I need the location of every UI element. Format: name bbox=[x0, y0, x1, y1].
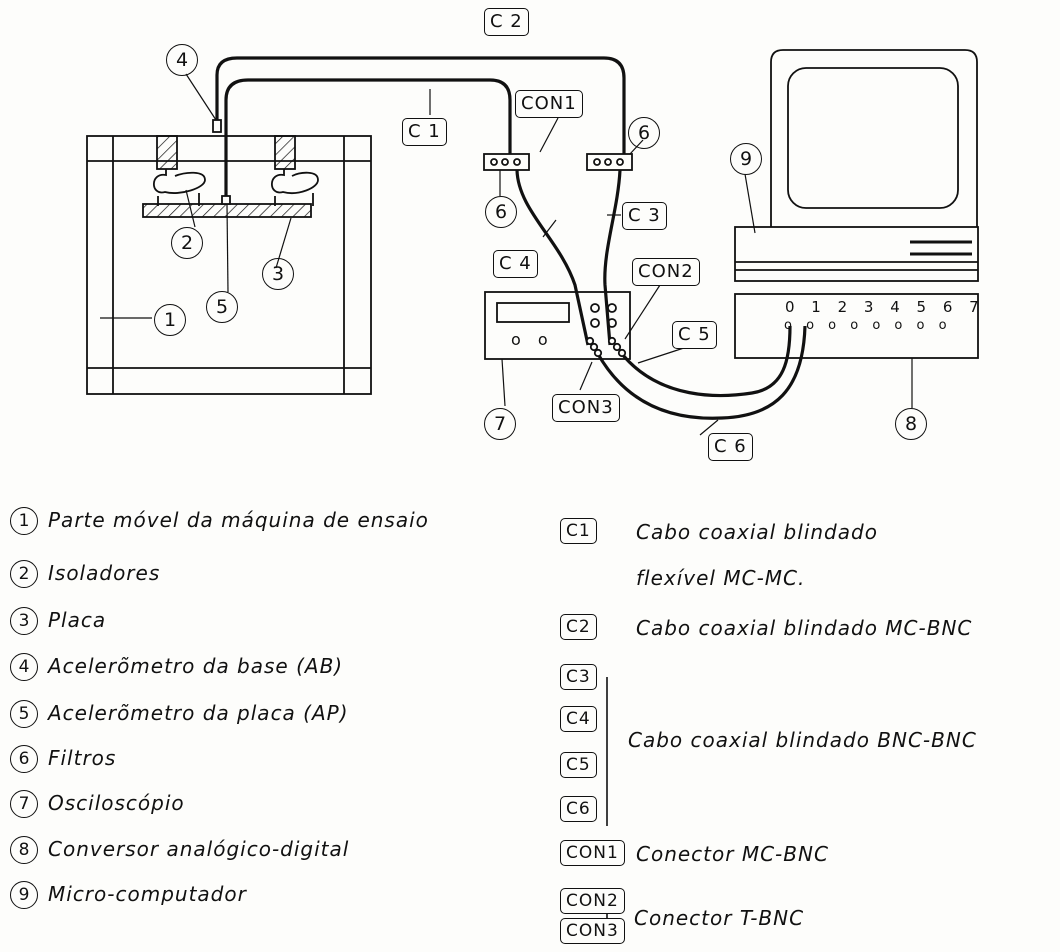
callout-9: 9 bbox=[730, 143, 762, 175]
legend-text-4: Acelerõmetro da base (AB) bbox=[48, 654, 344, 678]
cable-c1 bbox=[224, 78, 512, 196]
tag-c6: C 6 bbox=[708, 433, 753, 461]
legend-text-3: Placa bbox=[48, 608, 107, 632]
legend-c1-line1: Cabo coaxial blindado bbox=[636, 520, 878, 544]
legend-tag-c4: C4 bbox=[560, 706, 597, 732]
adc-channel-ports: o o o o o o o o bbox=[784, 318, 952, 333]
legend-num-7: 7 bbox=[10, 790, 38, 818]
cable-c5 bbox=[620, 325, 792, 398]
legend-con23-text: Conector T-BNC bbox=[634, 906, 805, 930]
legend-tag-con2: CON2 bbox=[560, 888, 625, 914]
tag-c2: C 2 bbox=[484, 8, 529, 36]
legend-text-8: Conversor analógico-digital bbox=[48, 837, 350, 861]
isolators bbox=[152, 135, 319, 206]
cable-c4 bbox=[515, 169, 590, 346]
callout-5: 5 bbox=[206, 291, 238, 323]
legend-con1-text: Conector MC-BNC bbox=[636, 842, 829, 866]
callout-2: 2 bbox=[171, 227, 203, 259]
cable-c6 bbox=[596, 325, 807, 420]
legend-num-8: 8 bbox=[10, 836, 38, 864]
ad-converter bbox=[734, 293, 979, 359]
filter-box-left bbox=[483, 153, 530, 171]
legend-tag-con1: CON1 bbox=[560, 840, 625, 866]
tag-con2: CON2 bbox=[632, 258, 700, 286]
legend-text-1: Parte móvel da máquina de ensaio bbox=[48, 508, 429, 532]
base-accelerometer bbox=[212, 119, 222, 133]
legend-num-6: 6 bbox=[10, 745, 38, 773]
legend-num-5: 5 bbox=[10, 700, 38, 728]
legend-text-7: Osciloscópio bbox=[48, 791, 185, 815]
legend-tag-c3: C3 bbox=[560, 664, 597, 690]
cable-c3 bbox=[603, 169, 622, 346]
legend-num-2: 2 bbox=[10, 560, 38, 588]
legend-num-3: 3 bbox=[10, 607, 38, 635]
tag-c3: C 3 bbox=[622, 202, 667, 230]
callout-7: 7 bbox=[484, 408, 516, 440]
legend-c2-text: Cabo coaxial blindado MC-BNC bbox=[636, 616, 973, 640]
filter-box-right bbox=[586, 153, 633, 171]
callout-3: 3 bbox=[262, 258, 294, 290]
legend-tag-c6: C6 bbox=[560, 796, 597, 822]
tag-c4: C 4 bbox=[493, 250, 538, 278]
legend-text-2: Isoladores bbox=[48, 561, 161, 585]
legend-tag-c2: C2 bbox=[560, 614, 597, 640]
tag-c5: C 5 bbox=[672, 321, 717, 349]
legend-num-4: 4 bbox=[10, 653, 38, 681]
callout-8: 8 bbox=[895, 408, 927, 440]
oscilloscope-knobs: o o bbox=[511, 330, 554, 349]
test-machine-frame bbox=[86, 135, 372, 395]
callout-6-left: 6 bbox=[485, 196, 517, 228]
legend-text-5: Acelerõmetro da placa (AP) bbox=[48, 701, 349, 725]
callout-4: 4 bbox=[166, 44, 198, 76]
legend-text-9: Micro-computador bbox=[48, 882, 247, 906]
tag-con1: CON1 bbox=[515, 90, 583, 118]
legend-tag-c5: C5 bbox=[560, 752, 597, 778]
callout-6-right: 6 bbox=[628, 117, 660, 149]
legend-num-1: 1 bbox=[10, 507, 38, 535]
cable-c2 bbox=[215, 56, 626, 160]
leader-lines bbox=[185, 73, 913, 436]
legend-num-9: 9 bbox=[10, 881, 38, 909]
microcomputer bbox=[734, 49, 979, 282]
tag-c1: C 1 bbox=[402, 118, 447, 146]
legend-c1-line2: flexível MC-MC. bbox=[636, 566, 806, 590]
legend-tag-c1: C1 bbox=[560, 518, 597, 544]
plate-accelerometer bbox=[221, 195, 231, 205]
legend-text-6: Filtros bbox=[48, 746, 117, 770]
tag-con3: CON3 bbox=[552, 394, 620, 422]
callout-1: 1 bbox=[154, 304, 186, 336]
adc-channel-numbers: 0 1 2 3 4 5 6 7 bbox=[785, 298, 985, 316]
legend-cables-bnc-text: Cabo coaxial blindado BNC-BNC bbox=[628, 728, 977, 752]
legend-tag-con3: CON3 bbox=[560, 918, 625, 944]
